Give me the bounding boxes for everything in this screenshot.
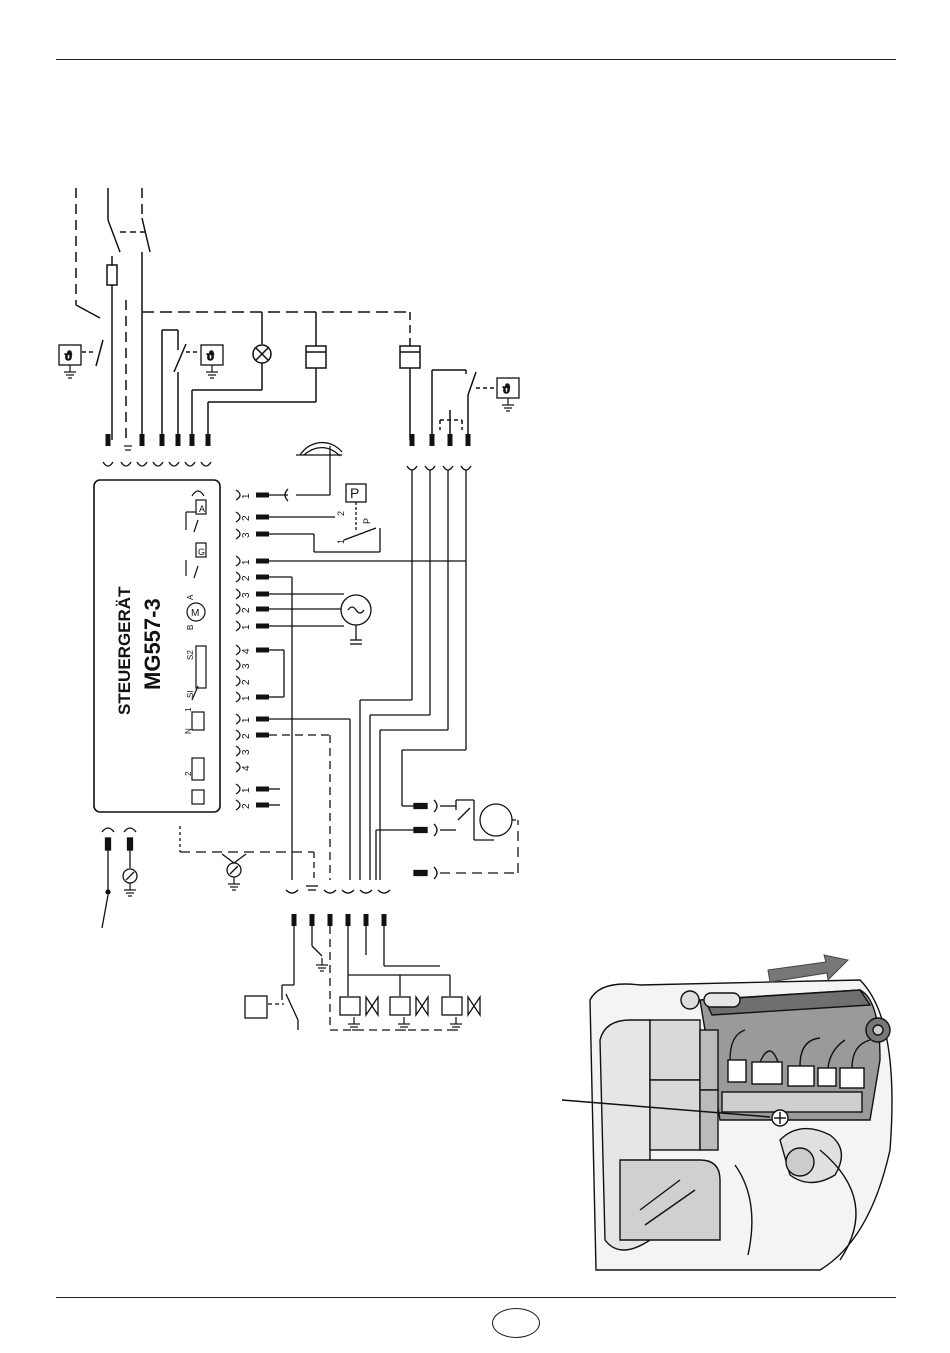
- valve-n1-label: 1: [184, 707, 193, 712]
- motor-m-label: M: [191, 608, 199, 619]
- right-top-switch: [432, 370, 519, 440]
- lamp-icon: [192, 312, 271, 440]
- svg-text:1: 1: [241, 717, 252, 723]
- servo-s2-label: S2: [186, 650, 195, 660]
- svg-text:4: 4: [241, 765, 252, 771]
- svg-text:3: 3: [241, 592, 252, 598]
- svg-text:1: 1: [241, 493, 252, 499]
- svg-text:3: 3: [241, 663, 252, 669]
- svg-text:3: 3: [241, 532, 252, 538]
- oil-pump-motor: [414, 800, 518, 879]
- svg-text:1: 1: [241, 695, 252, 701]
- ground-icon: [124, 446, 132, 450]
- burner-illustration: [590, 980, 892, 1270]
- fuse-icon: [107, 265, 117, 285]
- field-wiring: [269, 443, 466, 880]
- pressure-switch-label: P: [350, 485, 359, 501]
- svg-text:1: 1: [241, 624, 252, 630]
- servo-s1-label: SI: [186, 690, 195, 698]
- valve-n-label: N: [184, 728, 193, 734]
- svg-text:2: 2: [241, 679, 252, 685]
- svg-text:2: 2: [241, 733, 252, 739]
- valve-n2-label: 2: [184, 771, 193, 776]
- terminal-sockets: [236, 490, 240, 810]
- terminal-numbers: 1 2 3 1 2 3 2 1 4 3 2 1 1 2 3 4 1 2: [241, 493, 252, 809]
- plug-pins: [256, 493, 269, 808]
- svg-text:1: 1: [241, 787, 252, 793]
- motor-b-label: B: [186, 625, 195, 630]
- bottom-left-connector: [102, 826, 314, 928]
- thermostat-icon: [59, 345, 223, 378]
- control-unit-title: STEUERGERÄT: [115, 586, 134, 715]
- svg-text:2: 2: [241, 607, 252, 613]
- flame-a-label: A: [199, 504, 205, 514]
- top-connector: [103, 434, 471, 470]
- pressure-contact-1: 1: [336, 539, 346, 544]
- svg-text:2: 2: [241, 515, 252, 521]
- motor-a-label: A: [186, 594, 195, 600]
- counter-icon: [208, 312, 420, 440]
- bottom-connector-pins: [292, 914, 387, 926]
- svg-text:3: 3: [241, 749, 252, 755]
- pressure-contact-p: P: [362, 518, 372, 524]
- control-unit-model: MG557-3: [140, 598, 165, 690]
- pressure-contact-2: 2: [336, 511, 346, 516]
- push-arrow-icon: [768, 955, 848, 982]
- valve-icon: [245, 926, 480, 1030]
- relay-g-label: G: [198, 547, 205, 557]
- svg-text:4: 4: [241, 648, 252, 654]
- svg-text:2: 2: [241, 803, 252, 809]
- svg-text:1: 1: [241, 559, 252, 565]
- svg-text:2: 2: [241, 575, 252, 581]
- bottom-connector: [286, 886, 390, 893]
